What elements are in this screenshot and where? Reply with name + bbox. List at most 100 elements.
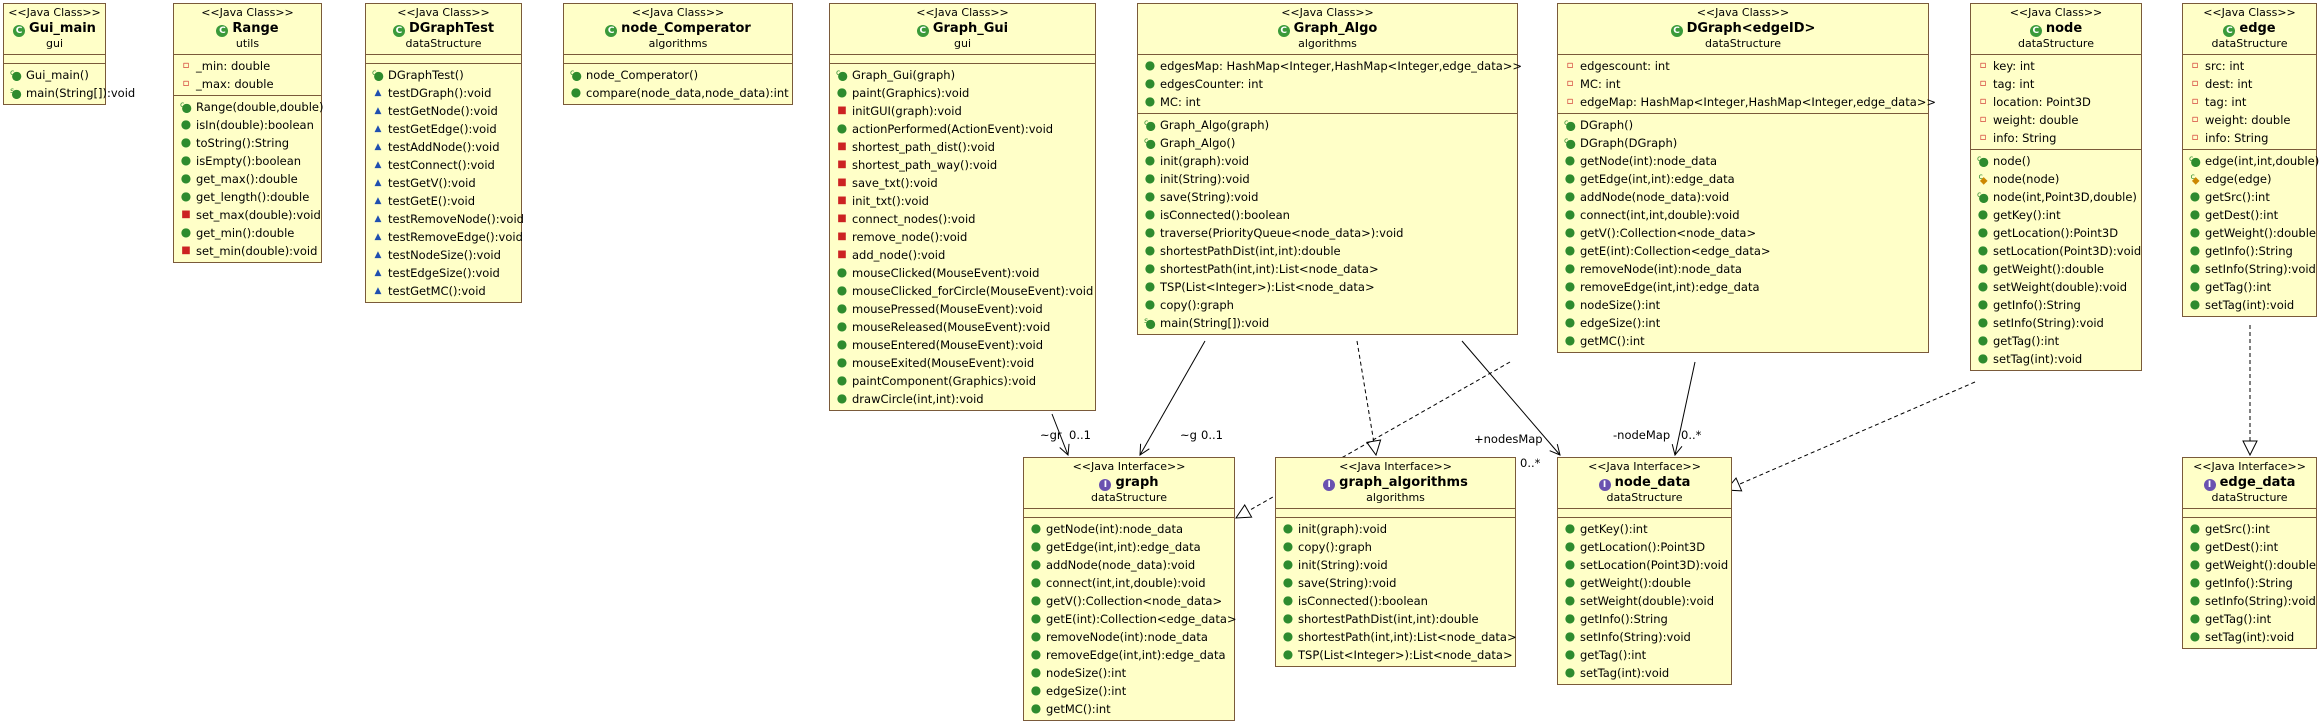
- method-row[interactable]: ■add_node():void: [830, 246, 1095, 264]
- method-row[interactable]: ●isConnected():boolean: [1138, 206, 1517, 224]
- method-row[interactable]: ●paint(Graphics):void: [830, 84, 1095, 102]
- method-row[interactable]: ●getEdge(int,int):edge_data: [1558, 170, 1928, 188]
- method-row[interactable]: ●removeEdge(int,int):edge_data: [1024, 646, 1234, 664]
- attribute-row[interactable]: ▫edgescount: int: [1558, 57, 1928, 75]
- method-row[interactable]: ●getTag():int: [2183, 610, 2316, 628]
- method-row[interactable]: ■connect_nodes():void: [830, 210, 1095, 228]
- method-row[interactable]: ●getTag():int: [1971, 332, 2141, 350]
- attribute-row[interactable]: ▫location: Point3D: [1971, 93, 2141, 111]
- method-row[interactable]: ■initGUI(graph):void: [830, 102, 1095, 120]
- method-row[interactable]: ●getEdge(int,int):edge_data: [1024, 538, 1234, 556]
- method-row[interactable]: ●setTag(int):void: [2183, 296, 2316, 314]
- method-row[interactable]: ●actionPerformed(ActionEvent):void: [830, 120, 1095, 138]
- attribute-row[interactable]: ●edgesMap: HashMap<Integer,HashMap<Integ…: [1138, 57, 1522, 75]
- method-row[interactable]: ■init_txt():void: [830, 192, 1095, 210]
- method-row[interactable]: ●getV():Collection<node_data>: [1024, 592, 1234, 610]
- method-row[interactable]: ●removeNode(int):node_data: [1024, 628, 1234, 646]
- method-row[interactable]: ●getInfo():String: [2183, 574, 2316, 592]
- method-row[interactable]: ●isEmpty():boolean: [174, 152, 321, 170]
- method-row[interactable]: ●drawCircle(int,int):void: [830, 390, 1095, 408]
- method-row[interactable]: ●getInfo():String: [2183, 242, 2316, 260]
- method-row[interactable]: ●getLocation():Point3D: [1971, 224, 2141, 242]
- method-row[interactable]: ●mousePressed(MouseEvent):void: [830, 300, 1095, 318]
- method-row[interactable]: ●setInfo(String):void: [2183, 592, 2316, 610]
- method-row[interactable]: c●node(int,Point3D,double): [1971, 188, 2141, 206]
- method-row[interactable]: ●setInfo(String):void: [1971, 314, 2141, 332]
- method-row[interactable]: ●removeEdge(int,int):edge_data: [1558, 278, 1928, 296]
- method-row[interactable]: ●init(graph):void: [1276, 520, 1515, 538]
- attribute-row[interactable]: ▫_min: double: [174, 57, 321, 75]
- method-row[interactable]: c●node_Comperator(): [564, 66, 792, 84]
- method-row[interactable]: ●getMC():int: [1558, 332, 1928, 350]
- method-row[interactable]: ●TSP(List<Integer>):List<node_data>: [1138, 278, 1517, 296]
- method-row[interactable]: ●compare(node_data,node_data):int: [564, 84, 792, 102]
- method-row[interactable]: ●mouseClicked(MouseEvent):void: [830, 264, 1095, 282]
- method-row[interactable]: c●DGraphTest(): [366, 66, 521, 84]
- method-row[interactable]: ●getLocation():Point3D: [1558, 538, 1731, 556]
- method-row[interactable]: ■set_min(double):void: [174, 242, 321, 260]
- method-row[interactable]: ■shortest_path_way():void: [830, 156, 1095, 174]
- method-row[interactable]: ●getE(int):Collection<edge_data>: [1558, 242, 1928, 260]
- method-row[interactable]: ●getSrc():int: [2183, 188, 2316, 206]
- method-row[interactable]: ●toString():String: [174, 134, 321, 152]
- method-row[interactable]: ●setLocation(Point3D):void: [1971, 242, 2141, 260]
- method-row[interactable]: ■shortest_path_dist():void: [830, 138, 1095, 156]
- method-row[interactable]: ●nodeSize():int: [1558, 296, 1928, 314]
- method-row[interactable]: ●getWeight():double: [1971, 260, 2141, 278]
- attribute-row[interactable]: ▫info: String: [2183, 129, 2316, 147]
- method-row[interactable]: ●getMC():int: [1024, 700, 1234, 718]
- method-row[interactable]: ●TSP(List<Integer>):List<node_data>: [1276, 646, 1515, 664]
- method-row[interactable]: ▲testGetV():void: [366, 174, 521, 192]
- method-row[interactable]: ●setWeight(double):void: [1971, 278, 2141, 296]
- method-row[interactable]: ●save(String):void: [1138, 188, 1517, 206]
- method-row[interactable]: ●mouseExited(MouseEvent):void: [830, 354, 1095, 372]
- method-row[interactable]: c●Gui_main(): [4, 66, 105, 84]
- method-row[interactable]: ●getV():Collection<node_data>: [1558, 224, 1928, 242]
- method-row[interactable]: ●traverse(PriorityQueue<node_data>):void: [1138, 224, 1517, 242]
- method-row[interactable]: ▲testGetE():void: [366, 192, 521, 210]
- method-row[interactable]: c◆node(node): [1971, 170, 2141, 188]
- method-row[interactable]: ●init(String):void: [1138, 170, 1517, 188]
- method-row[interactable]: s●main(String[]):void: [4, 84, 135, 102]
- method-row[interactable]: ●get_max():double: [174, 170, 321, 188]
- method-row[interactable]: ●getSrc():int: [2183, 520, 2316, 538]
- method-row[interactable]: ●getNode(int):node_data: [1558, 152, 1928, 170]
- method-row[interactable]: ●getDest():int: [2183, 538, 2316, 556]
- method-row[interactable]: ●shortestPath(int,int):List<node_data>: [1276, 628, 1517, 646]
- method-row[interactable]: ●setTag(int):void: [1971, 350, 2141, 368]
- method-row[interactable]: ●setInfo(String):void: [1558, 628, 1731, 646]
- attribute-row[interactable]: ▫info: String: [1971, 129, 2141, 147]
- method-row[interactable]: ●copy():graph: [1138, 296, 1517, 314]
- method-row[interactable]: ●save(String):void: [1276, 574, 1515, 592]
- method-row[interactable]: c●Graph_Algo(): [1138, 134, 1517, 152]
- method-row[interactable]: ■save_txt():void: [830, 174, 1095, 192]
- method-row[interactable]: ▲testGetNode():void: [366, 102, 521, 120]
- method-row[interactable]: c●edge(int,int,double): [2183, 152, 2319, 170]
- method-row[interactable]: ●shortestPathDist(int,int):double: [1138, 242, 1517, 260]
- method-row[interactable]: ▲testConnect():void: [366, 156, 521, 174]
- method-row[interactable]: c●Graph_Algo(graph): [1138, 116, 1517, 134]
- method-row[interactable]: ▲testRemoveEdge():void: [366, 228, 523, 246]
- method-row[interactable]: ▲testRemoveNode():void: [366, 210, 524, 228]
- method-row[interactable]: c◆edge(edge): [2183, 170, 2316, 188]
- method-row[interactable]: c●Range(double,double): [174, 98, 323, 116]
- method-row[interactable]: ●init(graph):void: [1138, 152, 1517, 170]
- attribute-row[interactable]: ▫dest: int: [2183, 75, 2316, 93]
- method-row[interactable]: ●getWeight():double: [2183, 556, 2316, 574]
- method-row[interactable]: ●setTag(int):void: [2183, 628, 2316, 646]
- method-row[interactable]: ▲testGetEdge():void: [366, 120, 521, 138]
- method-row[interactable]: c●Graph_Gui(graph): [830, 66, 1095, 84]
- method-row[interactable]: ●shortestPathDist(int,int):double: [1276, 610, 1515, 628]
- method-row[interactable]: ▲testDGraph():void: [366, 84, 521, 102]
- method-row[interactable]: ●mouseEntered(MouseEvent):void: [830, 336, 1095, 354]
